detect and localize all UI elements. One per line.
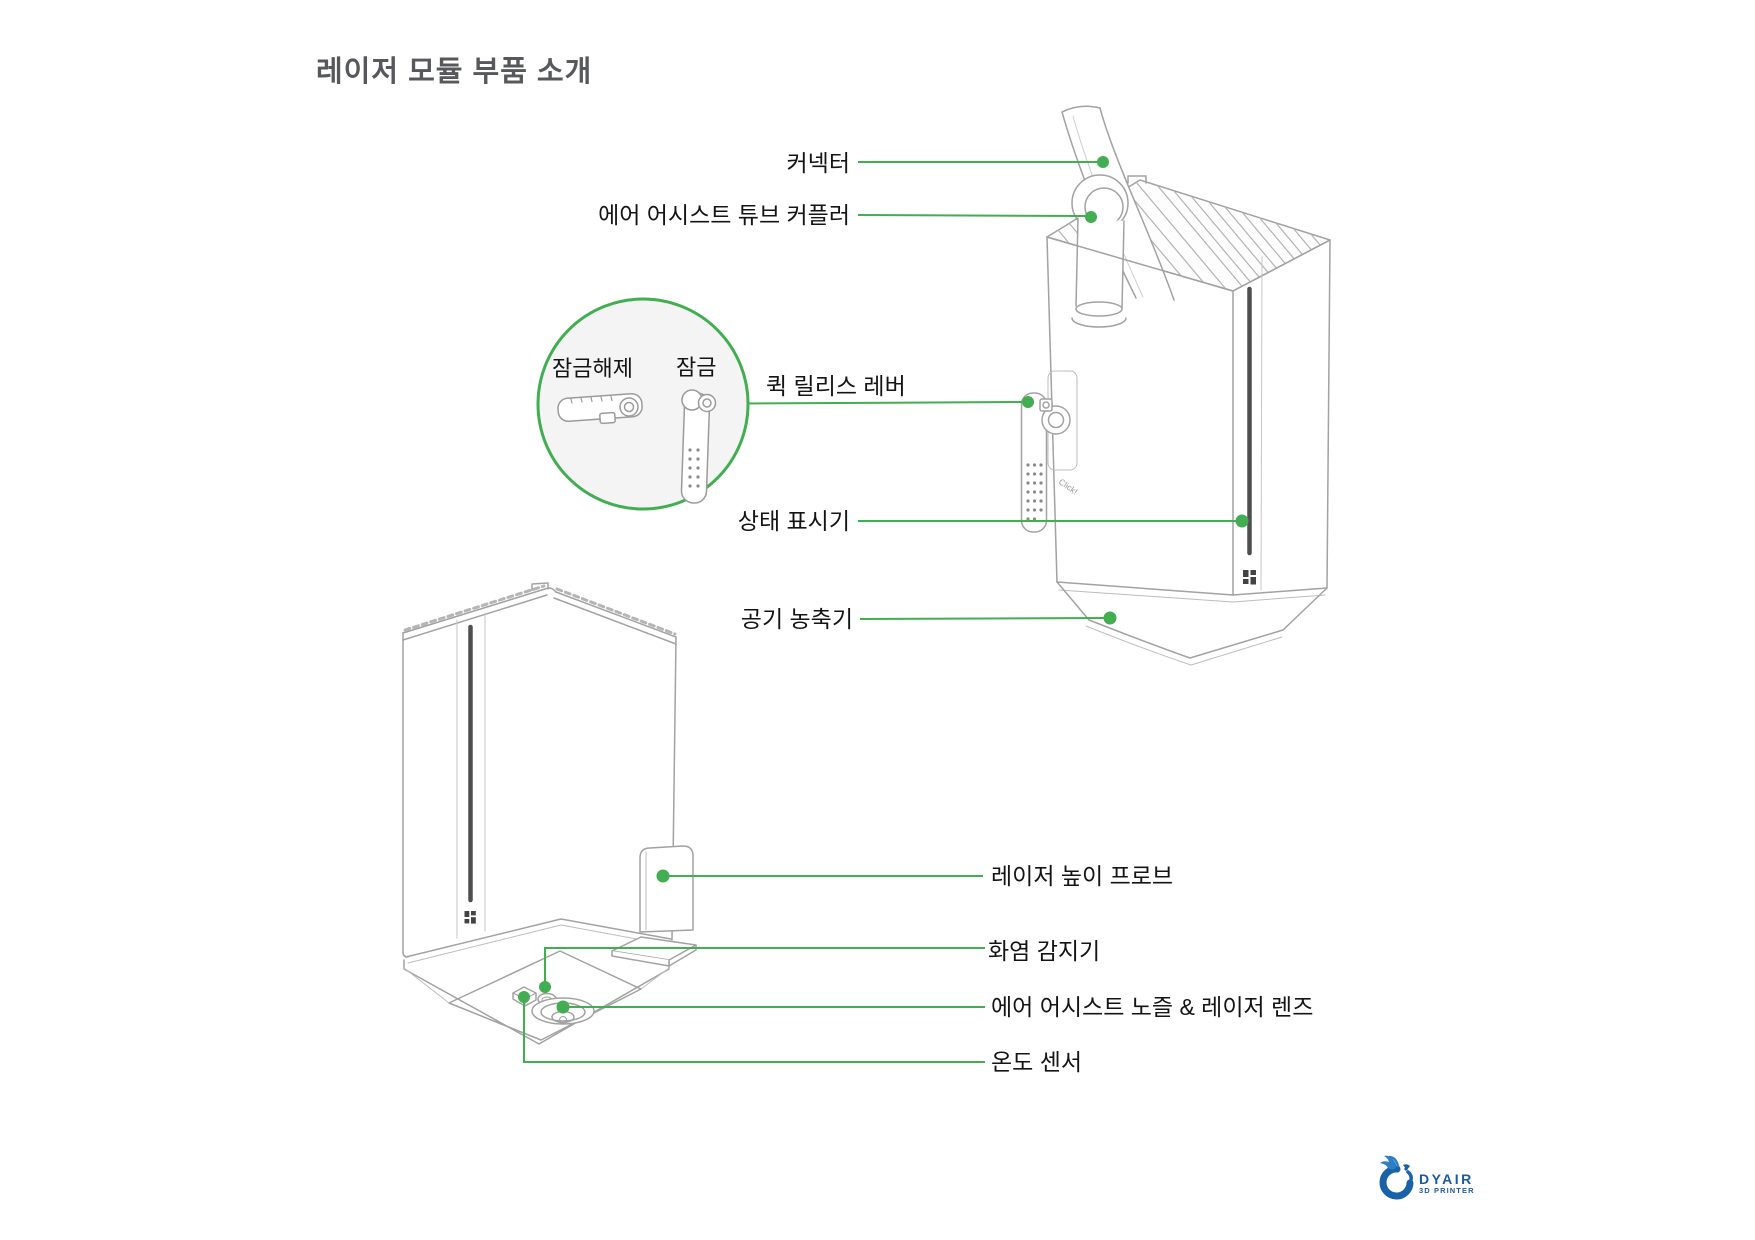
lever-zoom-inset [536, 297, 750, 511]
callout-dot-temp [518, 991, 530, 1003]
label-status-indicator: 상태 표시기 [737, 508, 850, 534]
label-quick-release-lever: 퀵 릴리스 레버 [766, 373, 906, 399]
lever-grip-dots [1026, 463, 1043, 521]
label-laser-height-probe: 레이저 높이 프로브 [991, 863, 1174, 889]
callout-dots [518, 156, 1249, 1014]
lock-lever-icon [680, 389, 717, 504]
callout-dot-coupler [1085, 211, 1097, 223]
callout-line-lever [748, 401, 1025, 405]
label-air-assist-tube-coupler: 에어 어시스트 튜브 커플러 [598, 202, 850, 228]
callout-dot-flame [539, 981, 551, 993]
dyair-logo: DYAIR 3D PRINTER [1376, 1150, 1486, 1206]
callout-line-concentrator [859, 617, 1107, 620]
device-logo-mark-icon [1243, 570, 1256, 585]
callout-dot-concentrator [1103, 611, 1117, 625]
logo-brand-text: DYAIR [1419, 1171, 1474, 1187]
callout-line-temp [523, 1000, 985, 1063]
quick-release-lever-icon: Click! [1020, 370, 1080, 533]
callout-dot-status [1235, 514, 1249, 528]
callout-dot-connector [1097, 156, 1109, 168]
laser-module-front-illustration: Click! [1020, 105, 1331, 666]
label-air-concentrator: 공기 농축기 [740, 606, 853, 632]
label-temperature-sensor: 온도 센서 [991, 1049, 1083, 1075]
heatsink-edge-serration [402, 582, 677, 645]
label-air-assist-nozzle-laser-lens: 에어 어시스트 노즐 & 레이저 렌즈 [991, 994, 1314, 1020]
callout-dot-nozzle [556, 1000, 570, 1014]
unlock-lever-icon [557, 393, 643, 425]
tube-coupler-icon [1071, 174, 1129, 328]
label-connector: 커넥터 [786, 150, 850, 176]
air-concentrator-icon [1056, 581, 1328, 666]
device-body-edges [1046, 236, 1331, 603]
page-title: 레이저 모듈 부품 소개 [316, 56, 593, 88]
callout-line-coupler [857, 214, 1088, 217]
callout-dot-probe [656, 869, 670, 883]
laser-height-probe-icon [611, 845, 697, 967]
label-flame-detector: 화염 감지기 [988, 938, 1101, 964]
laser-module-bottom-illustration [402, 582, 697, 1046]
label-unlocked: 잠금해제 [552, 356, 633, 381]
dyair-dragon-icon [1379, 1155, 1414, 1200]
device-logo-mark-icon [464, 911, 476, 924]
callout-lines [523, 161, 1238, 1063]
label-locked: 잠금 [676, 355, 717, 380]
logo-subtitle-text: 3D PRINTER [1419, 1186, 1475, 1195]
callout-dot-lever [1022, 396, 1034, 408]
callout-line-flame [544, 947, 985, 984]
